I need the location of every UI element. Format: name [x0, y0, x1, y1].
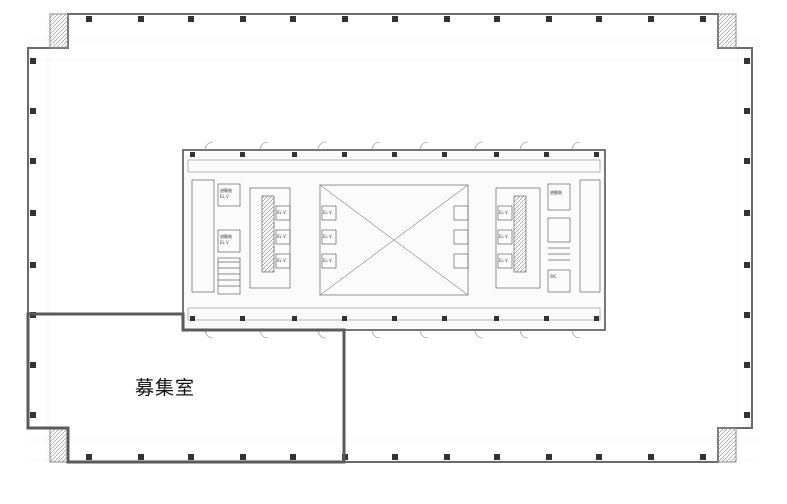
left-stair-label: EL V: [220, 240, 229, 245]
corner-balconies: [49, 13, 737, 463]
left-elevator-label: EL V: [277, 234, 286, 239]
right-elevator-label: EL V: [499, 210, 508, 215]
right-stair-label: 避難階: [550, 189, 562, 195]
right-elevator-label: EL V: [499, 234, 508, 239]
center-elevator-label: EL V: [323, 234, 332, 239]
left-stair-label: 避難階: [220, 233, 232, 239]
center-elevator-label: EL V: [323, 258, 332, 263]
left-stair-label: EL V: [220, 194, 229, 199]
center-elevator-label: EL V: [323, 210, 332, 215]
left-elevator-label: EL V: [277, 258, 286, 263]
vacant-room-label: 募集室: [135, 377, 196, 399]
perimeter-columns: [30, 16, 750, 460]
left-elevator-label: EL V: [277, 210, 286, 215]
right-wc-label: WC: [550, 274, 557, 279]
left-stair-label: 避難階: [220, 187, 232, 193]
right-service-block: [495, 179, 601, 293]
right-elevator-label: EL V: [499, 258, 508, 263]
vacant-room-outline: [26, 312, 346, 464]
center-elevators: [321, 205, 469, 269]
central-core: [182, 141, 606, 339]
left-service-block: [191, 179, 291, 295]
